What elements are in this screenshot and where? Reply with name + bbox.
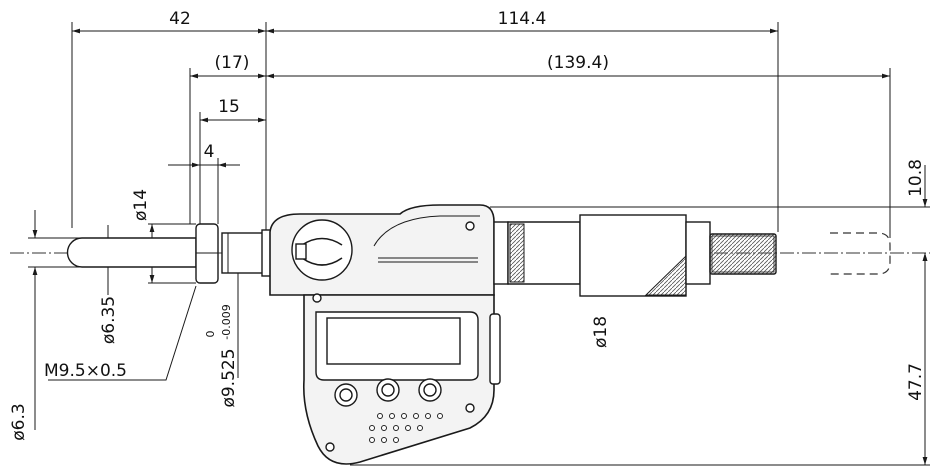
dim-dia-14: ø14	[131, 189, 151, 221]
ratchet	[709, 233, 777, 275]
tolerance-lower: -0.009	[220, 304, 233, 339]
spindle	[66, 223, 273, 284]
thimble	[493, 214, 891, 297]
dim-47-7: 47.7	[906, 363, 926, 401]
micrometer-body	[269, 204, 501, 465]
dim-42: 42	[169, 9, 191, 29]
clamp-knob	[291, 219, 353, 281]
dim-4: 4	[204, 142, 215, 162]
dim-dia-6-35: ø6.35	[99, 296, 119, 344]
dimension-labels: 42 114.4 (17) (139.4) 15 4 ø14 ø6.35 M9.…	[9, 9, 926, 441]
dim-114-4: 114.4	[498, 9, 547, 29]
lcd-screen	[326, 317, 461, 365]
dim-thread: M9.5×0.5	[44, 361, 127, 381]
dim-dia-18: ø18	[591, 316, 611, 348]
tolerance-upper: 0	[204, 331, 217, 338]
dim-17: (17)	[215, 53, 250, 73]
dim-dia-6-3: ø6.3	[9, 403, 29, 440]
dim-dia-9-525: ø9.525	[219, 348, 239, 407]
dim-10-8: 10.8	[906, 159, 926, 197]
dim-139-4: (139.4)	[547, 53, 609, 73]
dim-15: 15	[218, 97, 240, 117]
